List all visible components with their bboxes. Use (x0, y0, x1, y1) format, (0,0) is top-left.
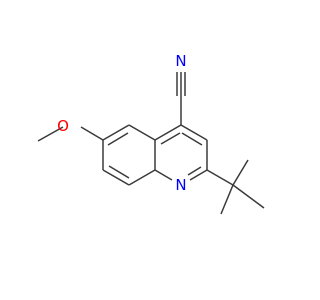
bond-c7-c8 (102, 169, 130, 186)
bond-c2-cq (206, 169, 234, 186)
bond-c8-c8a (128, 169, 156, 186)
bond-c4a-c5 (128, 124, 156, 141)
bond-c6-o (80, 126, 104, 141)
nitrile-bond (176, 72, 186, 96)
bond-c4a-c4-inner (160, 132, 181, 145)
atom-label-ether-o: O (57, 117, 69, 135)
bond-c4-c3 (180, 124, 208, 141)
bond-c4-c3-inner (181, 132, 203, 146)
molecule-structure: N N O (37, 52, 265, 215)
bond-cq-me3 (220, 184, 234, 215)
bond-c5-c6-inner (107, 132, 129, 146)
bond-c7-c8-inner (108, 165, 130, 179)
bond-cq-me1 (232, 159, 249, 186)
bond-c2-n1 (189, 169, 208, 181)
bond-n1-c8a (154, 169, 173, 181)
bond-c4a-c4 (154, 124, 182, 141)
bond-o-ch3 (37, 126, 64, 142)
atom-label-ring-n: N (175, 176, 186, 194)
atom-label-nitrile-n: N (175, 52, 186, 70)
bond-c5-c6 (102, 124, 130, 141)
bond-cq-me2 (232, 184, 265, 209)
bond-c2-n1-inner (187, 166, 202, 176)
